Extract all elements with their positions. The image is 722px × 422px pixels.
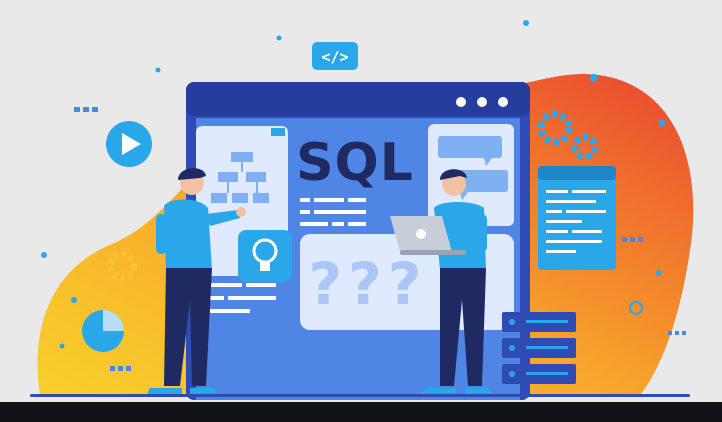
ground-line: [30, 394, 690, 397]
chat-panel: [428, 124, 514, 226]
window-dot: [477, 97, 487, 107]
pie-chart-icon: [82, 310, 124, 352]
decorative-dashes: [74, 107, 686, 371]
code-sheet: [538, 166, 616, 270]
code-tag-icon: </>: [312, 42, 358, 70]
laptop-icon: [390, 216, 466, 255]
play-icon: [106, 121, 152, 167]
gear-icon: [107, 251, 137, 281]
bottom-bar: [0, 402, 722, 422]
window-dot: [498, 97, 508, 107]
decorative-dots: [41, 20, 666, 349]
question-marks: ???: [309, 250, 428, 318]
flowchart-icon: [211, 152, 269, 203]
gear-icon: [537, 110, 599, 161]
sql-heading: SQL: [296, 133, 414, 193]
window-dot: [456, 97, 466, 107]
sql-illustration: </>: [30, 20, 694, 400]
svg-text:</>: </>: [321, 48, 348, 66]
code-lines: [210, 198, 366, 313]
lightbulb-icon: [238, 230, 292, 282]
server-stack-icon: [502, 312, 576, 384]
